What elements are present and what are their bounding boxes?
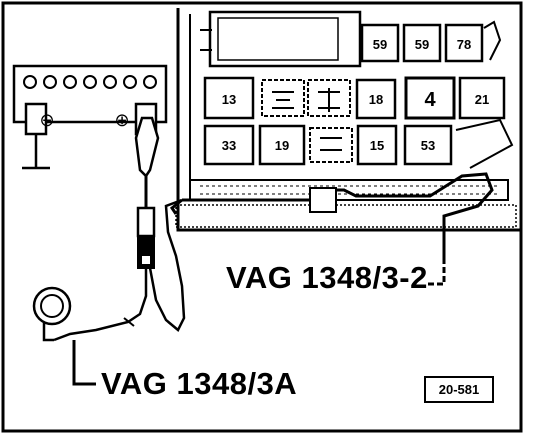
- relay-4: 4: [404, 76, 456, 120]
- relay-panel-outline: [176, 8, 520, 232]
- relay-59b: 59: [402, 23, 442, 63]
- figure-id-badge: 20-581: [424, 376, 494, 403]
- relay-53: 53: [403, 124, 453, 166]
- relay-21: 21: [458, 76, 506, 120]
- negative-terminal-symbol: ⊖: [39, 110, 54, 131]
- relay-18: 18: [355, 78, 397, 120]
- alligator-clip: [134, 116, 160, 208]
- relay-19: 19: [258, 124, 306, 166]
- outer-frame: [1, 1, 523, 433]
- relay-label: 78: [457, 37, 471, 52]
- relay-symbol-c: [309, 127, 353, 163]
- relay-symbol-b: [307, 79, 351, 117]
- relay-label: 19: [275, 138, 289, 153]
- test-lead-wires: [53, 198, 186, 342]
- relay-label: 53: [421, 138, 435, 153]
- test-lamp: [32, 286, 72, 342]
- relay-label: 21: [475, 92, 489, 107]
- fuse-strip: [175, 179, 517, 228]
- relay-label: 59: [415, 37, 429, 52]
- inline-fuse-holder: [136, 206, 156, 269]
- relay-59a: 59: [360, 23, 400, 63]
- relay-33: 33: [203, 124, 255, 166]
- relay-78: 78: [444, 23, 484, 63]
- relay-13: 13: [203, 76, 255, 120]
- top-relay-housing: [208, 10, 362, 68]
- probe-lead: [169, 172, 494, 258]
- ground-symbol: [22, 134, 50, 170]
- relay-symbol-a: [261, 79, 305, 117]
- relay-label: 59: [373, 37, 387, 52]
- relay-label: 18: [369, 92, 383, 107]
- relay-15: 15: [356, 124, 398, 166]
- battery: ⊖ ⊕: [12, 64, 168, 136]
- callout-line-3-2: [428, 258, 446, 286]
- positive-terminal-symbol: ⊕: [114, 110, 129, 131]
- callout-label-vag-1348-3-2: VAG 1348/3-2: [226, 260, 428, 295]
- relay-label: 15: [370, 138, 384, 153]
- relay-label: 13: [222, 92, 236, 107]
- callout-label-vag-1348-3a: VAG 1348/3A: [101, 366, 298, 401]
- callout-line-3a: [72, 340, 96, 386]
- relay-label: 4: [424, 89, 436, 111]
- relay-label: 33: [222, 138, 236, 153]
